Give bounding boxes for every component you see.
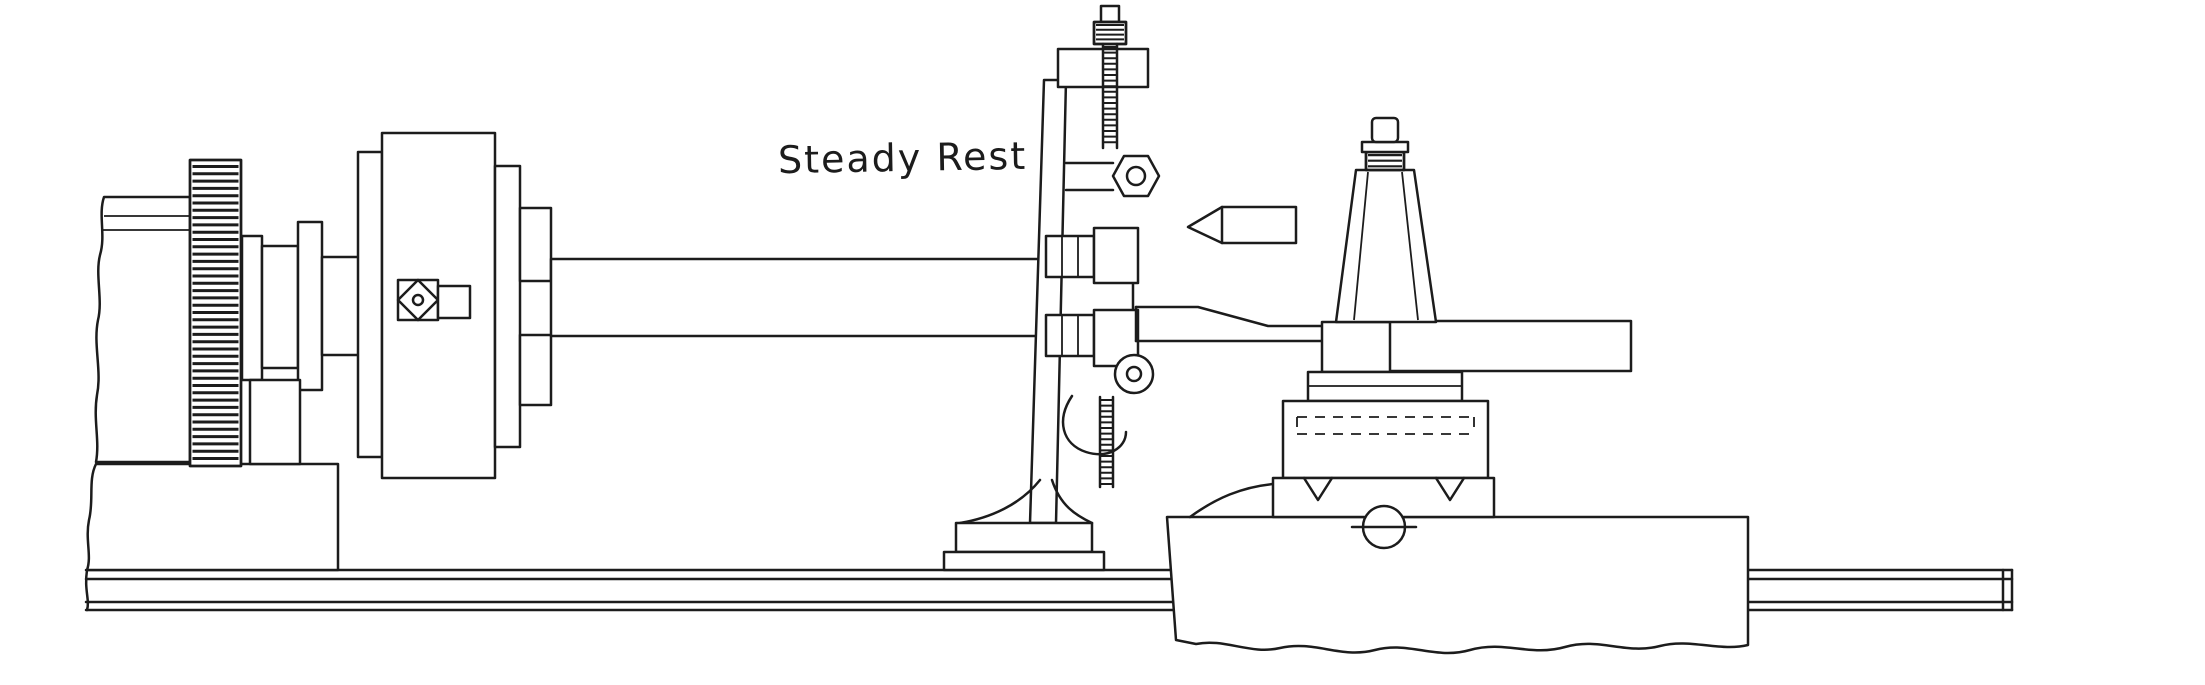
chuck-key-socket (396, 278, 440, 322)
back-gear (188, 158, 243, 468)
steady-rest-top-screw (1092, 4, 1128, 150)
cross-slide (1134, 305, 1344, 343)
tool-post-bolt (1360, 116, 1410, 172)
carriage-apron (1165, 482, 1750, 655)
lathe-chuck (356, 131, 553, 480)
steady-rest-label: Steady Rest (777, 133, 1028, 183)
cutting-tool (1186, 205, 1298, 245)
tool-post (1306, 116, 1633, 403)
steady-rest-lower-bolt (1113, 353, 1155, 395)
tool-holder-bar (1388, 319, 1633, 373)
steady-rest-clamp-nuts (1044, 234, 1096, 358)
compound-rest-block (1281, 399, 1490, 480)
spindle (240, 220, 362, 466)
steady-rest (942, 4, 1161, 572)
headstock-pulley (94, 195, 192, 464)
steady-rest-upper-bolt (1064, 154, 1161, 198)
steady-rest-lower-screw (1061, 394, 1128, 489)
dovetail-slide (1271, 476, 1496, 550)
headstock-base (84, 462, 340, 612)
